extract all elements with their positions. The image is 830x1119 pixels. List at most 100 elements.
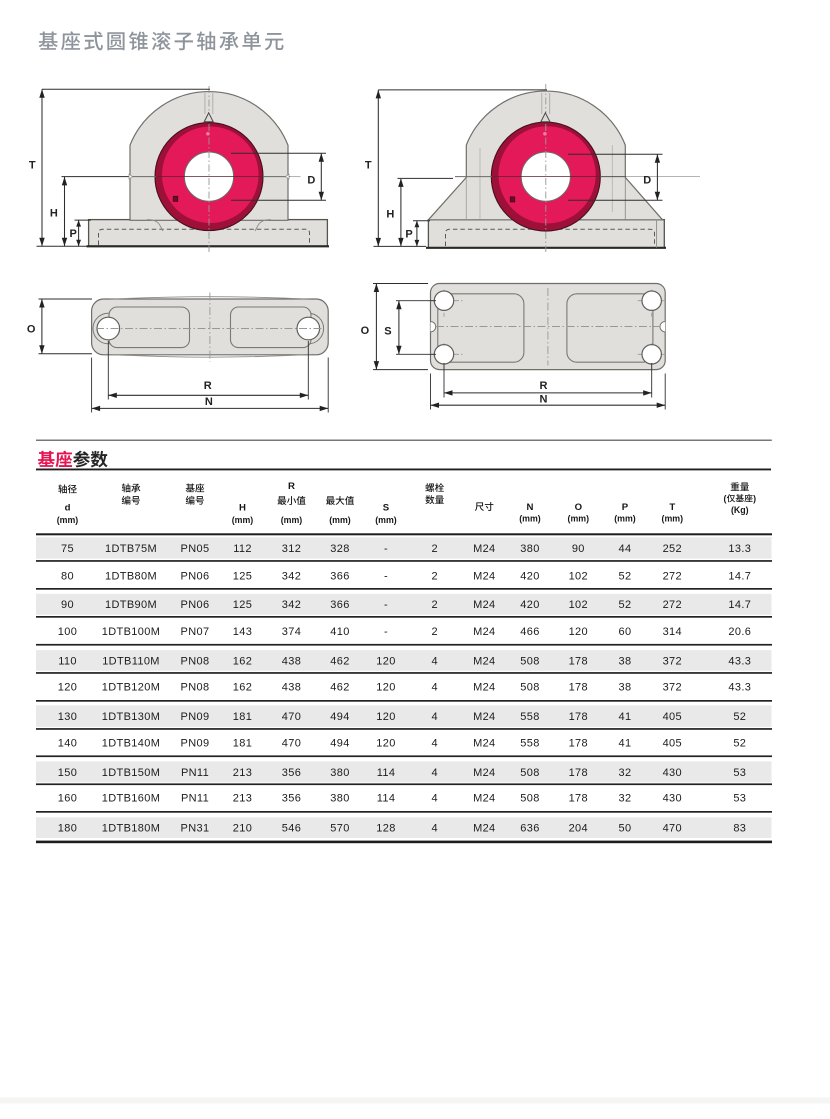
svg-text:53: 53 (733, 793, 746, 805)
svg-text:110: 110 (58, 656, 77, 668)
svg-text:130: 130 (58, 711, 77, 723)
svg-text:1DTB90M: 1DTB90M (105, 599, 157, 611)
svg-text:462: 462 (330, 682, 349, 694)
svg-text:178: 178 (569, 793, 588, 805)
svg-text:1DTB150M: 1DTB150M (102, 767, 160, 779)
svg-text:380: 380 (330, 793, 349, 805)
svg-text:D: D (643, 175, 651, 187)
svg-text:558: 558 (520, 711, 539, 723)
svg-text:PN08: PN08 (181, 682, 210, 694)
svg-text:41: 41 (619, 711, 632, 723)
svg-text:272: 272 (663, 570, 682, 582)
svg-text:P: P (622, 502, 629, 513)
svg-text:1DTB130M: 1DTB130M (102, 711, 160, 723)
svg-text:M24: M24 (473, 682, 495, 694)
svg-text:PN31: PN31 (181, 822, 210, 834)
svg-text:4: 4 (431, 711, 437, 723)
svg-text:(: ( (724, 493, 727, 503)
svg-text:M24: M24 (473, 822, 495, 834)
svg-text:178: 178 (569, 711, 588, 723)
svg-text:213: 213 (233, 767, 252, 779)
svg-text:160: 160 (58, 793, 77, 805)
svg-text:38: 38 (619, 656, 632, 668)
svg-text:570: 570 (330, 822, 349, 834)
svg-text:210: 210 (233, 822, 252, 834)
svg-text:120: 120 (58, 682, 77, 694)
svg-text:H: H (386, 209, 394, 221)
svg-text:508: 508 (520, 656, 539, 668)
svg-text:M24: M24 (473, 656, 495, 668)
svg-text:405: 405 (663, 711, 682, 723)
svg-text:178: 178 (569, 767, 588, 779)
svg-text:143: 143 (233, 626, 252, 638)
svg-text:52: 52 (733, 711, 746, 723)
svg-text:13.3: 13.3 (728, 543, 751, 555)
svg-text:508: 508 (520, 682, 539, 694)
svg-text:342: 342 (282, 599, 301, 611)
svg-text:-: - (384, 599, 388, 611)
svg-text:90: 90 (61, 599, 74, 611)
svg-text:H: H (50, 208, 58, 220)
svg-text:PN11: PN11 (181, 793, 209, 805)
svg-text:S: S (384, 326, 391, 338)
svg-text:M24: M24 (473, 626, 495, 638)
svg-text:356: 356 (282, 767, 301, 779)
svg-text:636: 636 (520, 822, 539, 834)
svg-text:PN06: PN06 (181, 570, 210, 582)
svg-text:2: 2 (431, 626, 437, 638)
svg-text:M24: M24 (473, 570, 495, 582)
svg-text:M24: M24 (473, 793, 495, 805)
svg-text:PN07: PN07 (181, 626, 210, 638)
svg-text:O: O (361, 325, 370, 337)
svg-text:494: 494 (330, 711, 349, 723)
svg-text:-: - (384, 570, 388, 582)
svg-text:252: 252 (663, 543, 682, 555)
svg-text:PN05: PN05 (181, 543, 210, 555)
svg-text:1DTB120M: 1DTB120M (102, 682, 160, 694)
svg-text:75: 75 (61, 543, 74, 555)
svg-text:P: P (405, 229, 412, 241)
svg-text:M24: M24 (473, 767, 495, 779)
svg-text:328: 328 (330, 543, 349, 555)
svg-text:52: 52 (619, 570, 632, 582)
svg-text:32: 32 (619, 793, 632, 805)
svg-text:43.3: 43.3 (728, 656, 751, 668)
svg-text:43.3: 43.3 (728, 682, 751, 694)
svg-text:(mm): (mm) (281, 515, 303, 525)
svg-text:140: 140 (58, 738, 77, 750)
svg-text:372: 372 (663, 682, 682, 694)
svg-text:PN06: PN06 (181, 599, 210, 611)
svg-text:R: R (288, 481, 295, 492)
svg-text:342: 342 (282, 570, 301, 582)
svg-text:420: 420 (520, 599, 539, 611)
svg-text:125: 125 (233, 599, 252, 611)
svg-text:H: H (239, 503, 246, 514)
svg-text:14.7: 14.7 (728, 570, 751, 582)
svg-text:T: T (669, 502, 675, 513)
svg-text:150: 150 (58, 767, 77, 779)
svg-text:420: 420 (520, 570, 539, 582)
svg-text:380: 380 (330, 767, 349, 779)
svg-text:60: 60 (619, 626, 632, 638)
svg-text:112: 112 (233, 543, 252, 555)
svg-text:M24: M24 (473, 711, 495, 723)
svg-text:53: 53 (733, 767, 746, 779)
svg-text:1DTB110M: 1DTB110M (102, 656, 160, 668)
svg-text:438: 438 (282, 656, 301, 668)
svg-text:R: R (540, 380, 548, 392)
svg-text:410: 410 (330, 626, 349, 638)
svg-text:83: 83 (733, 822, 746, 834)
svg-text:120: 120 (376, 656, 395, 668)
svg-text:213: 213 (233, 793, 252, 805)
svg-text:470: 470 (282, 711, 301, 723)
svg-text:438: 438 (282, 682, 301, 694)
svg-text:102: 102 (569, 570, 588, 582)
svg-text:PN09: PN09 (181, 738, 210, 750)
svg-text:4: 4 (431, 822, 437, 834)
svg-text:38: 38 (619, 682, 632, 694)
svg-text:100: 100 (58, 626, 77, 638)
svg-text:114: 114 (377, 793, 396, 805)
svg-text:366: 366 (330, 570, 349, 582)
svg-text:372: 372 (663, 656, 682, 668)
svg-text:T: T (365, 160, 372, 172)
